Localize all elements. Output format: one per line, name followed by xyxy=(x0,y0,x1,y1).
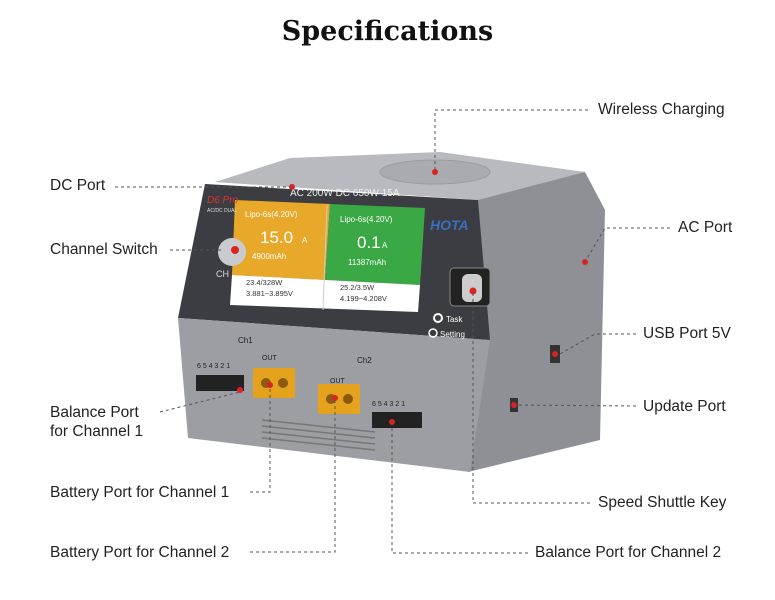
setting-label: Setting xyxy=(440,330,465,339)
ch1-battery-type: Lipo-6s(4.20V) xyxy=(245,210,298,219)
ch2-capacity: 11387mAh xyxy=(348,258,386,267)
setting-icon xyxy=(428,328,438,338)
ch2-balance-pins: 6 5 4 3 2 1 xyxy=(372,401,405,408)
ch1-out-label: OUT xyxy=(262,355,278,362)
ch-label: CH xyxy=(216,269,229,279)
callout-update-port: Update Port xyxy=(643,398,726,415)
marker-dot xyxy=(231,246,239,254)
ch1-capacity: 4900mAh xyxy=(252,252,286,261)
model-sub: AC/DC DUAL xyxy=(207,208,238,214)
screen-ch1-bg xyxy=(232,200,330,280)
screen-header: AC 200W DC 650W 15A xyxy=(290,188,400,199)
ch1-unit: A xyxy=(302,236,308,245)
callout-balance-ch2: Balance Port for Channel 2 xyxy=(535,544,722,561)
ch1-power: 23.4/328W xyxy=(246,278,283,287)
ch2-label: Ch2 xyxy=(357,356,372,365)
ch1-balance-pins: 6 5 4 3 2 1 xyxy=(197,363,230,370)
callout-wireless-charging: Wireless Charging xyxy=(598,101,725,118)
screen-stats-bg xyxy=(230,275,420,312)
callout-balance-ch1-line2: for Channel 1 xyxy=(50,423,144,440)
ch2-balance-port[interactable] xyxy=(372,412,422,428)
callout-dc-port: DC Port xyxy=(50,177,106,194)
task-label: Task xyxy=(446,315,463,324)
brand-logo: HOTA xyxy=(430,217,469,233)
callout-usb-port: USB Port 5V xyxy=(643,325,731,342)
callout-battery-ch2: Battery Port for Channel 2 xyxy=(50,544,230,561)
callout-balance-ch1-line1: Balance Port xyxy=(50,404,139,421)
task-icon xyxy=(433,313,443,323)
callout-lines xyxy=(115,109,670,554)
ch2-battery-port[interactable] xyxy=(318,384,360,414)
model-name: D6 Pro xyxy=(207,195,239,206)
vent-slots xyxy=(261,419,376,451)
callout-speed-shuttle: Speed Shuttle Key xyxy=(598,494,727,511)
ch1-balance-port[interactable] xyxy=(196,375,244,391)
ch2-battery-type: Lipo-6s(4.20V) xyxy=(340,215,393,224)
ch2-unit: A xyxy=(382,241,388,250)
callout-channel-switch: Channel Switch xyxy=(50,241,158,258)
ch2-out-label: OUT xyxy=(330,378,346,385)
ch2-power: 25.2/3.5W xyxy=(340,283,375,292)
ch1-current: 15.0 xyxy=(260,228,293,247)
screen-ch2-bg xyxy=(325,204,425,285)
callout-battery-ch1: Battery Port for Channel 1 xyxy=(50,484,230,501)
ch2-current: 0.1 xyxy=(357,233,381,252)
callout-ac-port: AC Port xyxy=(678,219,733,236)
page-title: Specifications xyxy=(281,16,494,47)
ch1-label: Ch1 xyxy=(238,336,253,345)
ch1-voltage: 3.881~3.895V xyxy=(246,289,293,298)
ch1-battery-port[interactable] xyxy=(253,368,295,398)
ch2-voltage: 4.199~4.208V xyxy=(340,294,387,303)
